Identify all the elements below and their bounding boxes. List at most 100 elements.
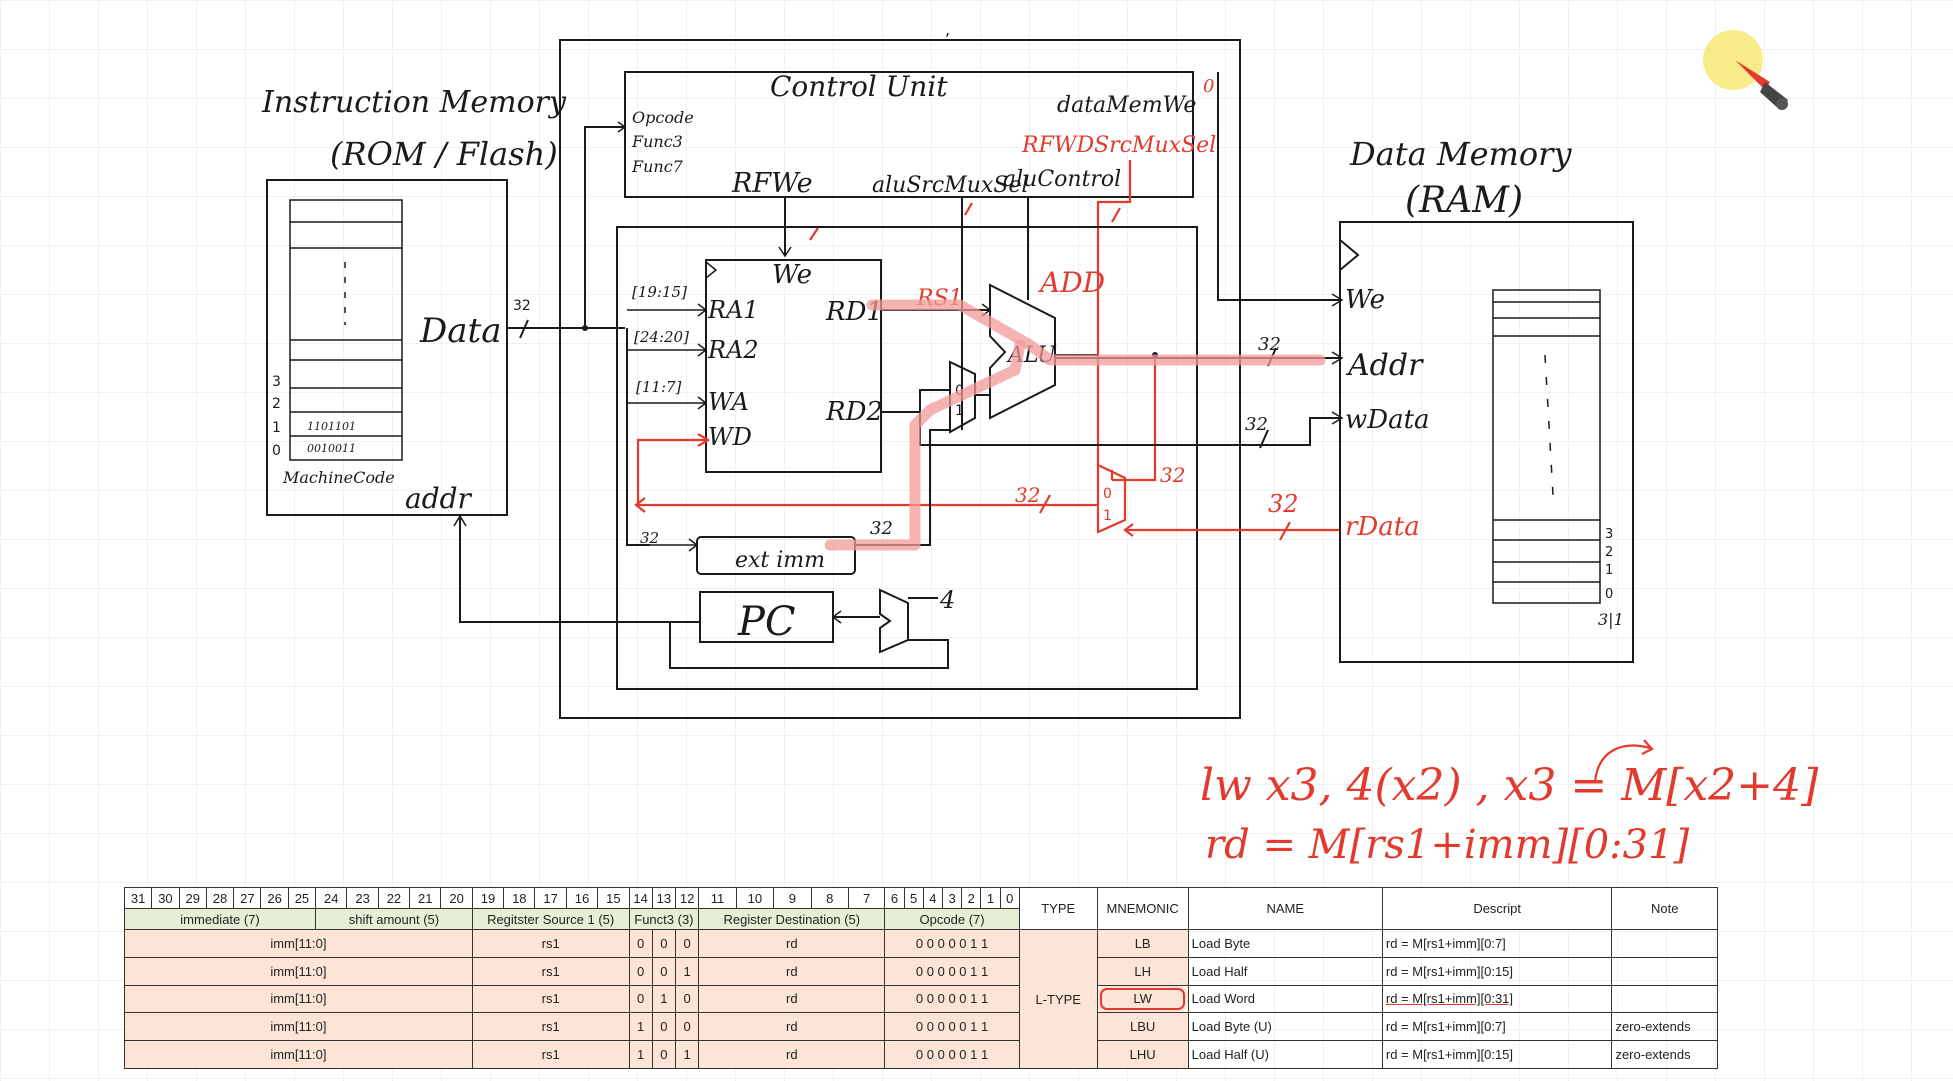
control-unit-box bbox=[624, 71, 1194, 198]
row-funct3-bit: 0 bbox=[651, 1012, 677, 1042]
svg-text:0: 0 bbox=[1103, 486, 1112, 502]
note-line-2: rd = M[rs1+imm][0:31] bbox=[1205, 822, 1690, 868]
row-mnemonic: LH bbox=[1096, 956, 1189, 986]
table-row: imm[11:0] rs1 1 0 0 rd 0 0 0 0 0 1 1 LBU… bbox=[124, 1012, 1718, 1042]
bit-27: 27 bbox=[233, 887, 262, 909]
instr-mem-array bbox=[289, 199, 403, 461]
row-funct3-bit: 0 bbox=[628, 984, 653, 1014]
row-mnemonic: LHU bbox=[1096, 1040, 1189, 1069]
register-file: We RA1 RA2 WA WD RD1 RD2 bbox=[705, 259, 883, 473]
field-opcode: Opcode (7) bbox=[884, 908, 1020, 930]
row-funct3-bit: 0 bbox=[651, 1040, 677, 1069]
row-opcode: 0 0 0 0 0 1 1 bbox=[884, 1040, 1020, 1069]
row-name: Load Byte bbox=[1187, 929, 1383, 958]
note-line-1: lw x3, 4(x2) , x3 = M[x2+4] bbox=[1200, 760, 1819, 811]
bit-25: 25 bbox=[287, 887, 317, 909]
pc-increment: 4 bbox=[939, 586, 955, 614]
instruction-memory: Instruction Memory (ROM / Flash) 1101101… bbox=[261, 85, 567, 516]
row-note bbox=[1611, 984, 1718, 1014]
row-rs1: rs1 bbox=[471, 1040, 630, 1069]
row-rs1: rs1 bbox=[471, 1012, 630, 1042]
row-imm: imm[11:0] bbox=[124, 1012, 473, 1042]
row-name: Load Half (U) bbox=[1187, 1040, 1383, 1069]
instr-mem-subtitle: (ROM / Flash) bbox=[330, 135, 558, 173]
bit-12: 12 bbox=[675, 887, 700, 909]
header-descript: Descript bbox=[1381, 887, 1613, 930]
bit-14: 14 bbox=[628, 887, 653, 909]
lw-path-highlight bbox=[824, 299, 1326, 551]
bit-19: 19 bbox=[471, 887, 505, 909]
cu-alusrcmuxsel: aluSrcMuxSel bbox=[872, 173, 1028, 198]
table-row: imm[11:0] rs1 1 0 1 rd 0 0 0 0 0 1 1 LHU… bbox=[124, 1040, 1718, 1069]
row-mnemonic: LB bbox=[1096, 929, 1189, 958]
row-rd: rd bbox=[698, 984, 886, 1014]
svg-text:1101101: 1101101 bbox=[307, 420, 356, 433]
row-funct3-bit: 0 bbox=[628, 929, 653, 958]
data-mem-row-1: 1 bbox=[1605, 563, 1613, 578]
header-name: NAME bbox=[1187, 887, 1383, 930]
bit-31: 31 bbox=[123, 887, 153, 909]
instr-mem-row-2: 2 bbox=[272, 396, 281, 412]
data-mem-bottom-label: 3|1 bbox=[1598, 610, 1624, 629]
bit-30: 30 bbox=[151, 887, 180, 909]
row-rd: rd bbox=[698, 956, 886, 986]
bit-20: 20 bbox=[440, 887, 473, 909]
data-mem-array bbox=[1492, 289, 1601, 604]
row-descript: rd = M[rs1+imm][0:15] bbox=[1381, 1040, 1613, 1069]
bit-6: 6 bbox=[884, 887, 905, 909]
row-name: Load Byte (U) bbox=[1187, 1012, 1383, 1042]
row-funct3-bit: 1 bbox=[675, 956, 700, 986]
row-rs1: rs1 bbox=[471, 929, 630, 958]
wdata-bus: 32 bbox=[919, 411, 1344, 449]
svg-text:0010011: 0010011 bbox=[307, 442, 356, 455]
bit-21: 21 bbox=[409, 887, 442, 909]
bit-16: 16 bbox=[565, 887, 599, 909]
cu-datamemwe: dataMemWe bbox=[1057, 93, 1196, 118]
instr-mem-data-label: Data bbox=[419, 311, 501, 351]
extend-unit: ext imm 32 32 bbox=[627, 429, 950, 575]
regfile-we: We bbox=[772, 260, 812, 290]
bit-22: 22 bbox=[377, 887, 411, 909]
cu-rfwdsrcmuxsel: RFWDSrcMuxSel bbox=[1021, 133, 1216, 158]
row-descript: rd = M[rs1+imm][0:15] bbox=[1381, 956, 1613, 986]
row-funct3-bit: 0 bbox=[651, 929, 677, 958]
cu-rfwe: RFWe bbox=[731, 168, 813, 199]
pc-adder bbox=[879, 588, 909, 654]
row-funct3-bit: 1 bbox=[651, 984, 677, 1014]
row-opcode: 0 0 0 0 0 1 1 bbox=[884, 929, 1020, 958]
row-note bbox=[1611, 929, 1718, 958]
row-rd: rd bbox=[698, 1012, 886, 1042]
field-shift-amount: shift amount (5) bbox=[315, 908, 473, 930]
row-rd: rd bbox=[698, 929, 886, 958]
bit-1: 1 bbox=[980, 887, 1001, 909]
row-opcode: 0 0 0 0 0 1 1 bbox=[884, 1012, 1020, 1042]
instr-mem-row-3: 3 bbox=[272, 374, 281, 390]
svg-text:,: , bbox=[945, 20, 950, 39]
alu-shape bbox=[989, 283, 1056, 420]
bit-3: 3 bbox=[941, 887, 963, 909]
field-rd: Register Destination (5) bbox=[698, 908, 886, 930]
svg-text:1: 1 bbox=[1103, 508, 1112, 524]
svg-text:1: 1 bbox=[955, 403, 964, 419]
table-row: imm[11:0] rs1 0 0 1 rd 0 0 0 0 0 1 1 LH … bbox=[124, 956, 1718, 986]
data-mem-we: We bbox=[1345, 285, 1385, 315]
bit-5: 5 bbox=[903, 887, 924, 909]
row-opcode: 0 0 0 0 0 1 1 bbox=[884, 984, 1020, 1014]
bit-13: 13 bbox=[651, 887, 677, 909]
bit-17: 17 bbox=[534, 887, 567, 909]
row-descript: rd = M[rs1+imm][0:7] bbox=[1381, 1012, 1613, 1042]
machinecode-label: MachineCode bbox=[282, 468, 395, 487]
field-ra2: [24:20] bbox=[634, 328, 689, 346]
bit-7: 7 bbox=[847, 887, 886, 909]
row-mnemonic: LBU bbox=[1096, 1012, 1189, 1042]
row-funct3-bit: 0 bbox=[675, 984, 700, 1014]
data-mem-title: Data Memory bbox=[1349, 135, 1572, 173]
instr-mem-row-0: 0 bbox=[272, 443, 281, 459]
row-descript: rd = M[rs1+imm][0:7] bbox=[1381, 929, 1613, 958]
cu-alucontrol: aluControl bbox=[1003, 167, 1121, 192]
instr-mem-addr-label: addr bbox=[405, 482, 473, 515]
row-funct3-bit: 0 bbox=[628, 956, 653, 986]
regfile-ra2: RA2 bbox=[707, 336, 759, 364]
bit-24: 24 bbox=[315, 887, 348, 909]
row-funct3-bit: 1 bbox=[628, 1040, 653, 1069]
